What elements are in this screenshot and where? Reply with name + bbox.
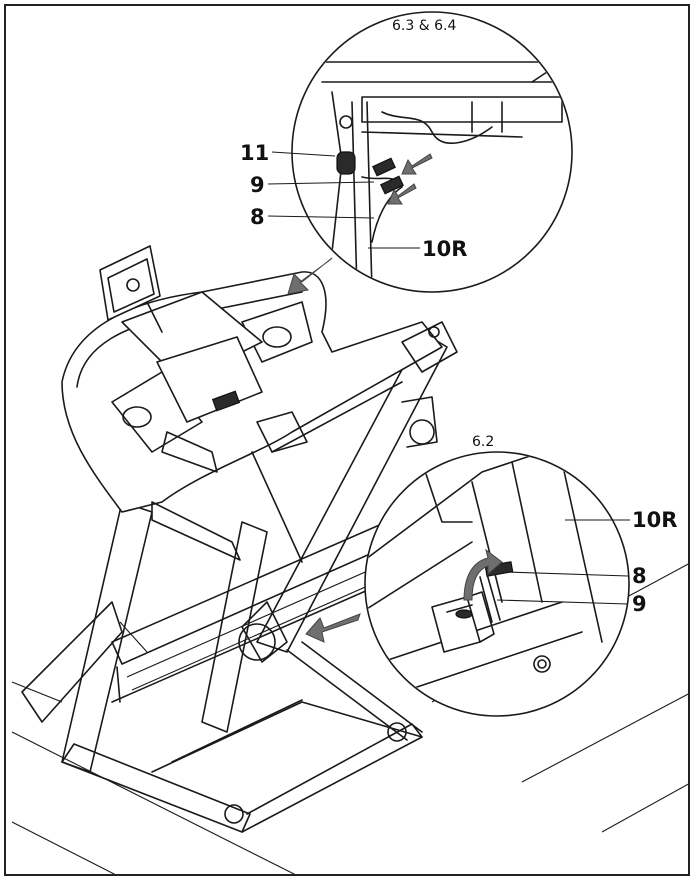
label-part-10r-top: 10R bbox=[422, 237, 467, 261]
label-part-8-top: 8 bbox=[250, 205, 265, 229]
label-part-9-top: 9 bbox=[250, 173, 265, 197]
detail-top-step-caption: 6.3 & 6.4 bbox=[392, 18, 456, 34]
label-part-9-bottom: 9 bbox=[632, 592, 647, 616]
label-part-10r-bottom: 10R bbox=[632, 508, 677, 532]
diagram-frame: 6.3 & 6.4 11 9 8 10R bbox=[4, 4, 690, 876]
callout-arrows bbox=[287, 257, 361, 643]
treadmill-assembly-diagram: 6.3 & 6.4 11 9 8 10R bbox=[11, 11, 688, 874]
label-part-8-bottom: 8 bbox=[632, 564, 647, 588]
treadmill-base bbox=[61, 641, 423, 833]
detail-bottom-step-caption: 6.2 bbox=[472, 434, 494, 450]
detail-circle-bottom: 6.2 10R 8 9 bbox=[364, 434, 677, 717]
label-part-11: 11 bbox=[240, 141, 269, 165]
detail-circle-top: 6.3 & 6.4 11 9 8 10R bbox=[240, 11, 573, 293]
console bbox=[61, 245, 458, 563]
